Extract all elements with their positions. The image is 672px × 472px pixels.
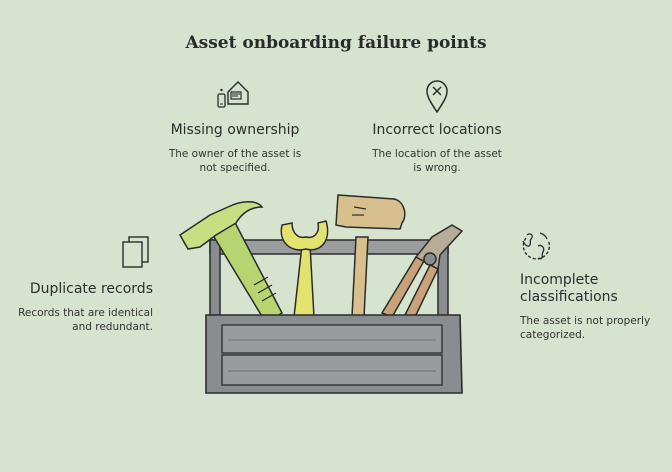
missing-ownership-desc-1: The owner of the asset is — [168, 148, 302, 160]
hammer-tool — [179, 201, 283, 325]
incorrect-locations-desc-1: The location of the asset — [372, 148, 502, 160]
house-phone-icon — [217, 81, 249, 108]
incomplete-classifications-desc-2: categorized. — [520, 329, 586, 341]
wrench-tool — [280, 220, 329, 318]
toolbox-illustration — [179, 194, 464, 394]
incomplete-classifications-heading-2: classifications — [520, 289, 618, 305]
mallet-tool — [335, 194, 406, 318]
duplicate-records-desc-2: and redundant. — [72, 321, 153, 333]
duplicate-records-desc-1: Records that are identical — [18, 307, 153, 319]
pliers-tool — [380, 224, 464, 320]
globe-icon — [522, 232, 551, 260]
duplicate-documents-icon — [122, 236, 149, 268]
missing-ownership-desc-2: not specified. — [199, 162, 271, 174]
missing-ownership-heading: Missing ownership — [170, 122, 300, 138]
location-pin-x-icon — [426, 80, 448, 114]
diagram-title: Asset onboarding failure points — [185, 33, 487, 53]
incorrect-locations-heading: Incorrect locations — [372, 122, 502, 138]
toolbox-body — [205, 314, 463, 394]
incorrect-locations-desc-2: is wrong. — [413, 162, 461, 174]
incomplete-classifications-heading-1: Incomplete — [520, 272, 599, 288]
incomplete-classifications-desc-1: The asset is not properly — [520, 315, 651, 327]
duplicate-records-heading: Duplicate records — [29, 281, 153, 297]
